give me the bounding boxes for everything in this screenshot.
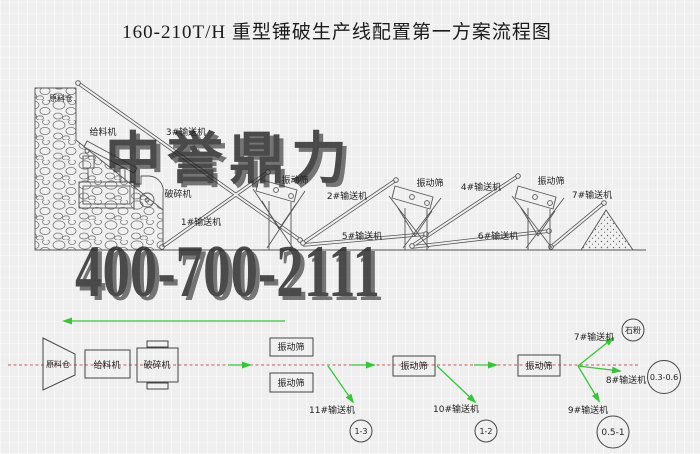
flow-screen3-shape — [517, 354, 561, 377]
flow-screen1a-shape — [269, 337, 314, 357]
flow-conveyor9-label: 9#输送机 — [568, 404, 608, 416]
flow-screen1b-shape — [269, 372, 314, 393]
watermark-phone-shadow: 400-700-2111 — [79, 235, 384, 317]
top-raw-bin-label: 原料仓 — [49, 93, 73, 103]
conveyors — [75, 80, 607, 250]
top-conveyor5-label: 5#输送机 — [342, 230, 382, 242]
product-03-06-label: 0.3-0.6 — [650, 373, 678, 382]
product-stone-powder-circle — [621, 318, 645, 342]
product-1-3-label: 1-3 — [354, 427, 367, 436]
vibrating-screen-1 — [252, 178, 306, 250]
top-conveyor4-label: 4#输送机 — [461, 181, 501, 193]
product-05-1-circle — [596, 415, 630, 449]
product-03-06-circle — [647, 360, 681, 394]
elevation-diagram: 原料仓 给料机 3#输送机 破碎机 1#输送机 振动筛 2#输送机 5#输送机 … — [34, 80, 646, 251]
flow-conveyor7-label: 7#输送机 — [574, 331, 614, 343]
product-05-1-label: 0.5-1 — [601, 428, 624, 438]
watermark-brand: 中誉鼎力 — [105, 129, 353, 191]
top-screen1-label: 振动筛 — [281, 174, 308, 186]
top-conveyor6-label: 6#输送机 — [478, 230, 518, 242]
top-conveyor1-label: 1#输送机 — [181, 216, 221, 228]
product-arrows — [327, 336, 622, 404]
top-conveyor3-label: 3#输送机 — [166, 126, 206, 138]
flow-feeder-shape — [84, 349, 131, 379]
flow-crusher-label: 破碎机 — [143, 359, 170, 371]
flow-conveyor10-label: 10#输送机 — [433, 403, 479, 415]
vibrating-screen-2 — [388, 185, 442, 250]
flow-raw-bin-shape — [42, 337, 76, 391]
watermark-phone: 400-700-2111 — [75, 231, 380, 313]
flow-raw-bin-label: 原料仓 — [46, 359, 70, 369]
product-stone-powder-label: 石粉 — [625, 325, 641, 335]
flow-crusher-shape — [136, 340, 179, 390]
flow-screen2-shape — [392, 355, 436, 377]
page-title: 160-210T/H 重型锤破生产线配置第一方案流程图 — [122, 21, 552, 43]
flow-conveyor11-label: 11#输送机 — [309, 404, 355, 416]
product-1-3-circle — [349, 419, 373, 443]
flow-diagram: 原料仓 给料机 破碎机 振动筛 振动筛 振动筛 振动筛 11#输送机 10#输送… — [8, 317, 681, 449]
vibrating-screen-3 — [511, 185, 565, 250]
watermark-brand-shadow: 中誉鼎力 — [109, 133, 357, 195]
top-screen2-label: 振动筛 — [416, 177, 443, 189]
flow-screen1a-label: 振动筛 — [277, 341, 304, 353]
top-conveyor7-label: 7#输送机 — [572, 189, 612, 201]
flow-screen2-label: 振动筛 — [400, 360, 427, 372]
top-feeder-label: 给料机 — [89, 126, 116, 138]
product-1-2-label: 1-2 — [479, 427, 492, 436]
product-1-2-circle — [474, 419, 498, 443]
watermark: 中誉鼎力 中誉鼎力 400-700-2111 400-700-2111 — [75, 129, 384, 317]
flow-screen1b-label: 振动筛 — [277, 377, 304, 389]
flow-conveyor8-label: 8#输送机 — [606, 374, 646, 386]
top-crusher-label: 破碎机 — [164, 188, 191, 200]
crusher-machine — [133, 175, 164, 247]
top-screen3-label: 振动筛 — [537, 175, 564, 187]
flow-screen3-label: 振动筛 — [525, 360, 552, 372]
top-conveyor2-label: 2#输送机 — [327, 190, 367, 202]
stockpile — [580, 209, 634, 251]
flow-feeder-label: 给料机 — [93, 359, 120, 371]
